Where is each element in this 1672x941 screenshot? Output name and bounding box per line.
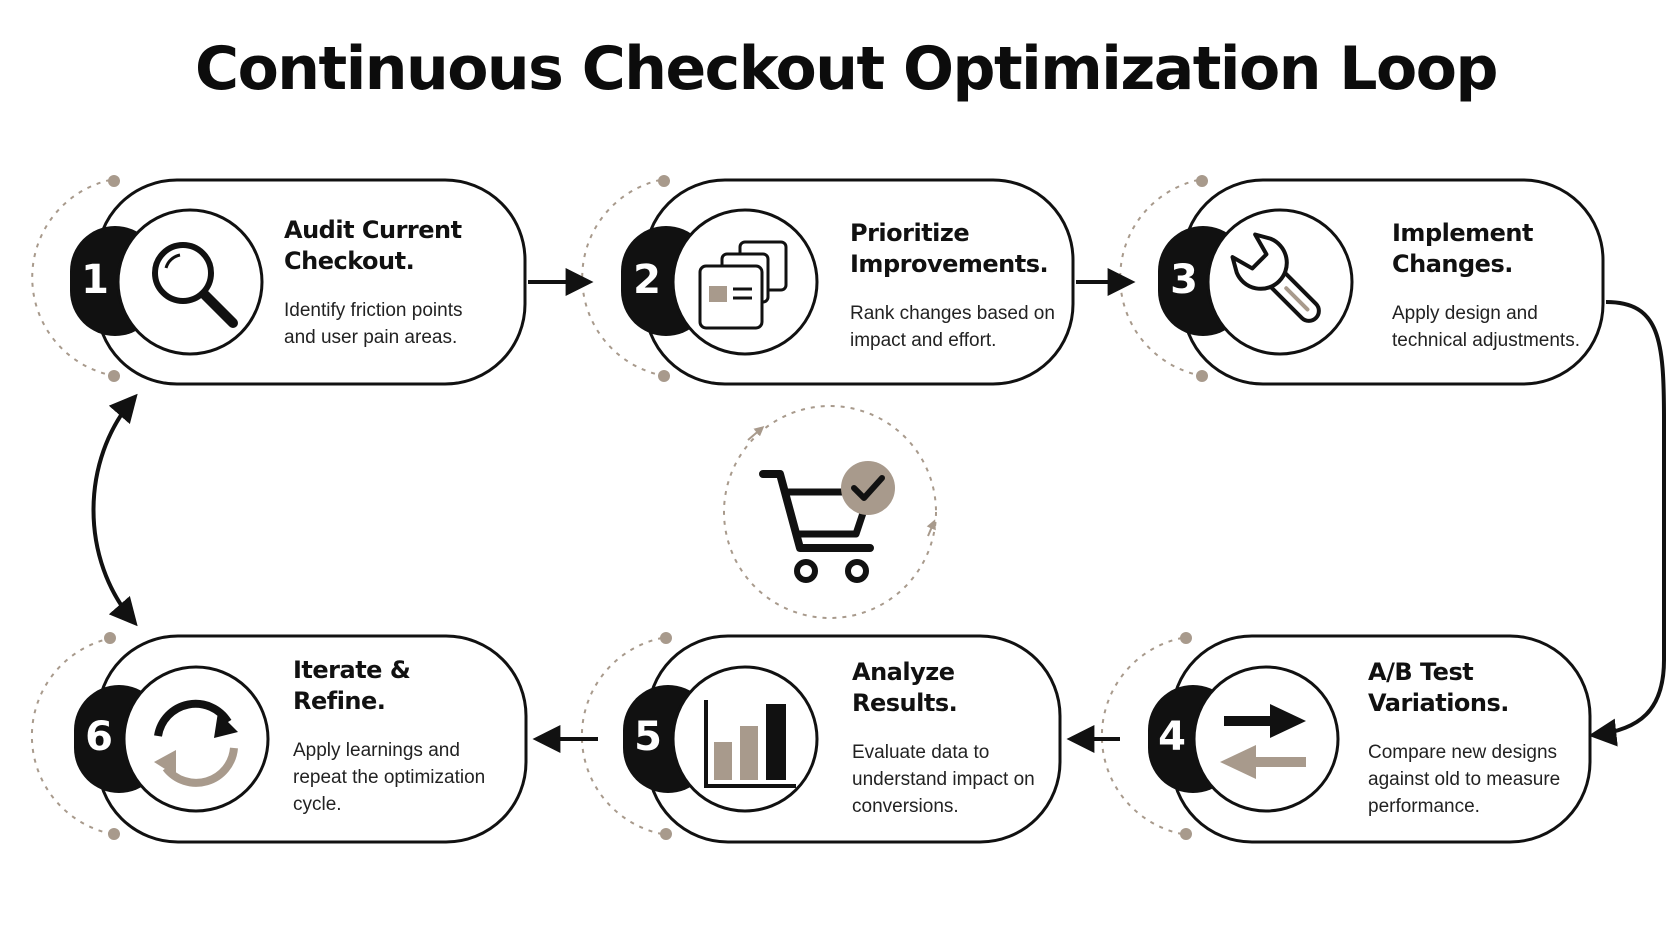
dashed-arc — [30, 637, 113, 835]
step-number-1: 1 — [81, 257, 109, 303]
center-cart-hub — [723, 405, 937, 619]
step-text-4: A/B Test Variations. Compare new designs… — [1368, 657, 1560, 820]
step-text-2: Prioritize Improvements. Rank changes ba… — [850, 218, 1055, 354]
step-description: Rank changes based on impact and effort. — [850, 303, 1055, 351]
step-text-5: Analyze Results. Evaluate data to unders… — [852, 657, 1035, 820]
step-card-1 — [31, 175, 527, 386]
refresh-cycle-icon — [154, 699, 238, 787]
step-text-1: Audit Current Checkout. Identify frictio… — [284, 215, 462, 351]
step-number-2: 2 — [633, 257, 661, 303]
step-description: Apply design and technical adjustments. — [1392, 303, 1580, 351]
step-number-5: 5 — [634, 714, 662, 760]
stacked-cards-icon — [698, 240, 788, 330]
step-card-3 — [1119, 175, 1605, 386]
step-card-5 — [580, 632, 1062, 844]
step-title: Audit Current Checkout. — [284, 216, 462, 275]
dashed-arc — [1100, 637, 1183, 835]
flow-arrow-3-to-4 — [1588, 300, 1666, 747]
step-title: Iterate & Refine. — [293, 656, 411, 715]
flow-arrow-6-to-1 — [91, 393, 138, 627]
step-description: Compare new designs against old to measu… — [1368, 742, 1561, 817]
icon-disc — [116, 208, 264, 356]
step-title: A/B Test Variations. — [1368, 658, 1509, 717]
wrench-icon — [1230, 232, 1321, 323]
step-title: Prioritize Improvements. — [850, 219, 1049, 278]
icon-disc — [1192, 665, 1340, 813]
step-number-3: 3 — [1170, 257, 1198, 303]
step-card-6 — [30, 632, 528, 844]
swap-arrows-icon — [1220, 704, 1306, 779]
step-description: Apply learnings and repeat the optimizat… — [293, 740, 486, 815]
step-text-6: Iterate & Refine. Apply learnings and re… — [293, 655, 485, 818]
shopping-cart-check-icon — [759, 461, 895, 583]
step-title: Implement Changes. — [1392, 219, 1533, 278]
dashed-arc — [580, 637, 663, 835]
step-number-4: 4 — [1158, 714, 1186, 760]
step-description: Identify friction points and user pain a… — [284, 300, 463, 348]
page-title: Continuous Checkout Optimization Loop — [195, 34, 1498, 104]
step-description: Evaluate data to understand impact on co… — [852, 742, 1035, 817]
step-title: Analyze Results. — [852, 658, 958, 717]
step-card-2 — [581, 175, 1075, 386]
bar-chart-icon — [704, 700, 796, 788]
step-card-4 — [1100, 632, 1592, 844]
step-text-3: Implement Changes. Apply design and tech… — [1392, 218, 1580, 354]
magnifier-icon — [152, 242, 238, 328]
step-number-6: 6 — [85, 714, 113, 760]
icon-disc — [122, 665, 270, 813]
